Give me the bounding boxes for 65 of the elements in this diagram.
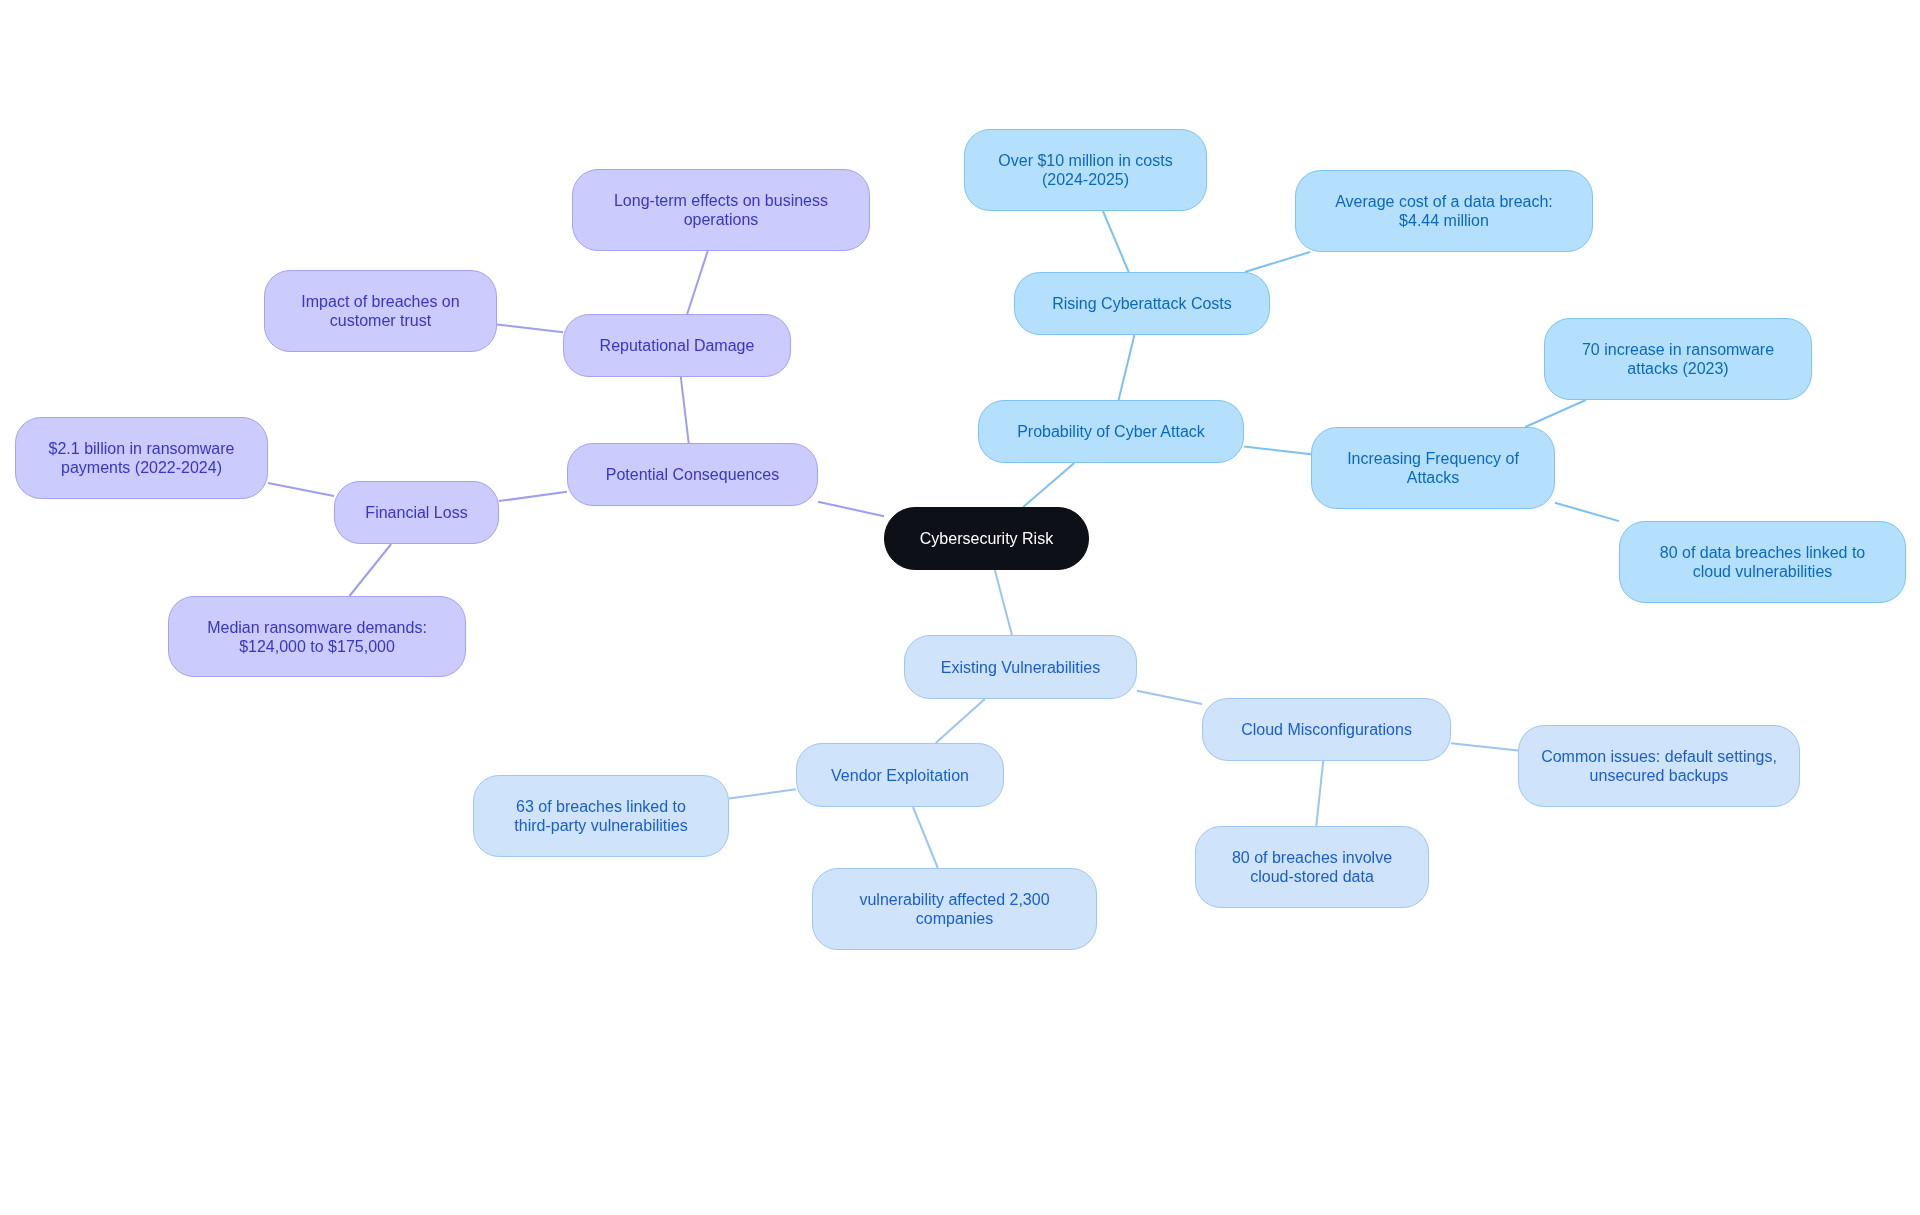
topic-node: [812, 868, 1097, 950]
topic-node: [563, 314, 791, 377]
node-label: Rising Cyberattack Costs: [1052, 294, 1232, 313]
node-label: 80 of breaches involve cloud-stored data: [1230, 848, 1394, 886]
node-label: 70 increase in ransomware attacks (2023): [1580, 340, 1776, 378]
topic-node: [168, 596, 466, 677]
node-label: Average cost of a data breach: $4.44 million: [1334, 192, 1554, 230]
topic-node: [264, 270, 497, 352]
connector-line: [1243, 445, 1312, 456]
connector-line: [1450, 742, 1519, 752]
topic-node: [334, 481, 499, 544]
node-label: Over $10 million in costs (2024-2025): [997, 151, 1174, 189]
connector-line: [1117, 334, 1136, 401]
connector-line: [686, 250, 709, 315]
node-label: Increasing Frequency of Attacks: [1346, 449, 1520, 487]
connector-line: [993, 569, 1013, 636]
topic-node: [572, 169, 870, 251]
connector-line: [934, 698, 986, 744]
topic-node: [1311, 427, 1555, 509]
node-label: Existing Vulnerabilities: [940, 657, 1101, 677]
connector-line: [1554, 501, 1620, 523]
topic-node: [1295, 170, 1593, 252]
connector-line: [728, 788, 797, 800]
node-label: Probability of Cyber Attack: [1017, 422, 1205, 441]
topic-node: [567, 443, 818, 506]
connector-line: [1022, 462, 1076, 508]
topic-node: [1619, 521, 1906, 603]
node-label: $2.1 billion in ransomware payments (2022-2024): [47, 439, 236, 477]
topic-node: [964, 129, 1207, 211]
connector-line: [817, 500, 885, 518]
node-label: Reputational Damage: [599, 336, 755, 355]
topic-node: [904, 635, 1137, 699]
connector-line: [1524, 399, 1587, 428]
connector-line: [348, 543, 393, 597]
topic-node: [473, 775, 729, 857]
node-label: Potential Consequences: [605, 465, 780, 484]
topic-node: [796, 743, 1004, 807]
node-label: Vendor Exploitation: [831, 765, 969, 785]
topic-node: [1195, 826, 1429, 908]
topic-node: [1202, 698, 1451, 761]
topic-node: [1014, 272, 1270, 335]
topic-node: [1518, 725, 1800, 807]
connector-line: [1243, 251, 1312, 273]
connector-line: [267, 482, 335, 498]
connector-line: [679, 376, 690, 444]
node-label: Median ransomware demands: $124,000 to $175,000: [206, 617, 428, 656]
topic-node: [15, 417, 268, 499]
topic-node: [1544, 318, 1812, 400]
node-label: Cloud Misconfigurations: [1241, 720, 1412, 739]
node-label: Impact of breaches on customer trust: [300, 292, 461, 330]
node-label: Long-term effects on business operations: [612, 191, 829, 229]
connector-line: [1136, 689, 1203, 706]
node-label: 80 of data breaches linked to cloud vulnerabilities: [1658, 543, 1867, 581]
node-label: vulnerability affected 2,300 companies: [858, 890, 1051, 928]
connector-line: [498, 490, 568, 503]
connector-line: [496, 323, 564, 334]
node-label: 63 of breaches linked to third-party vulnerabilities: [513, 797, 689, 835]
connector-line: [912, 806, 939, 869]
node-label: Cybersecurity Risk: [919, 529, 1054, 548]
connector-line: [1315, 760, 1325, 827]
node-label: Financial Loss: [365, 503, 468, 522]
central-topic-node: [884, 507, 1089, 570]
connector-line: [1101, 210, 1130, 273]
node-label: Common issues: default settings, unsecured backups: [1541, 747, 1777, 785]
topic-node: [978, 400, 1244, 463]
